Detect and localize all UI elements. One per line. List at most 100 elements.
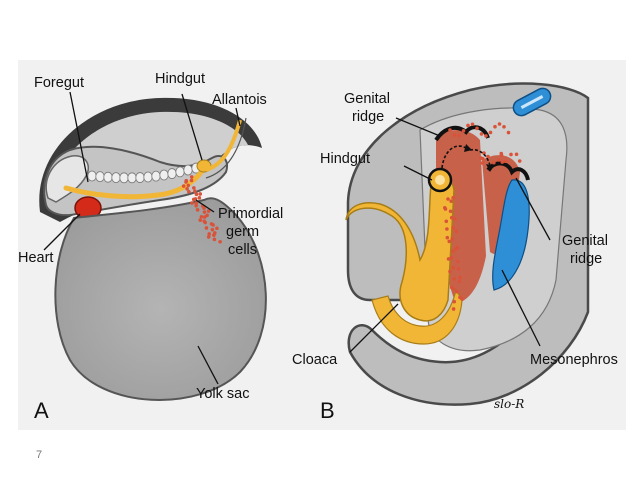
allantois-outline: [205, 117, 247, 179]
migrating-germ-cells: [442, 122, 522, 311]
germ-cell-dot: [181, 184, 186, 188]
label-genital-ridge-top-1: Genital: [344, 91, 390, 107]
germ-cell-dot: [189, 178, 194, 183]
germ-cell-dot: [206, 209, 211, 213]
germ-cell-dot: [204, 226, 209, 230]
germ-cell-dot: [493, 124, 497, 129]
label-foregut: Foregut: [34, 75, 84, 91]
label-yolk-sac: Yolk sac: [196, 386, 249, 402]
germ-cell-dot: [497, 122, 502, 126]
cloaca: [345, 172, 455, 322]
germ-cell-dot: [192, 186, 196, 190]
germ-cell-dot: [442, 205, 447, 210]
germ-cell-dot: [197, 196, 202, 200]
germ-cell-dot: [503, 159, 508, 164]
germ-cell-dot: [484, 134, 488, 138]
germ-cell-dot: [458, 275, 462, 280]
label-genital-ridge-top-2: ridge: [352, 109, 384, 125]
germ-cell-dot: [446, 257, 451, 261]
somite: [127, 172, 137, 184]
germ-cell-dot: [453, 217, 457, 221]
germ-cell-dot: [502, 124, 506, 129]
germ-cell-dot: [506, 130, 511, 135]
germ-cell-dot: [451, 196, 455, 200]
migration-arrows: [441, 145, 491, 169]
germ-cell-dot: [451, 225, 455, 230]
somite: [151, 170, 161, 182]
germ-cell-dot: [492, 160, 496, 165]
germ-cell-dot: [455, 245, 460, 250]
germ-cell-dot: [456, 259, 460, 264]
label-allantois: Allantois: [212, 92, 267, 108]
germ-cell-dot: [207, 232, 212, 236]
label-germ: germ: [226, 224, 259, 240]
germ-cell-dot: [193, 189, 197, 194]
germ-cell-dot: [185, 187, 189, 191]
germ-cell-dot: [482, 151, 486, 155]
germ-cell-dot: [470, 122, 475, 127]
germ-cell-dot: [448, 269, 452, 274]
germ-cell-dot: [457, 279, 462, 284]
germ-cell-dot: [454, 289, 459, 294]
germ-cell-dot: [186, 183, 191, 188]
germ-cell-dot: [218, 239, 222, 244]
somite: [143, 171, 153, 183]
germ-cell-dot: [452, 133, 457, 137]
germ-cell-dot: [456, 267, 461, 271]
neural-folds: [45, 155, 90, 203]
somites: [87, 160, 209, 184]
germ-cell-dot: [445, 235, 450, 240]
germ-cell-dot: [446, 197, 450, 201]
germ-cell-dot: [514, 152, 519, 157]
label-heart: Heart: [18, 250, 53, 266]
germ-cell-dot: [210, 227, 215, 232]
germ-cell-dot: [452, 277, 457, 281]
label-hindgut-b: Hindgut: [320, 151, 370, 167]
germ-cell-dot: [212, 237, 217, 242]
germ-cell-dot: [509, 152, 513, 157]
germ-cell-dot: [451, 307, 456, 311]
germ-cell-dot: [449, 285, 454, 290]
germ-cell-dot: [480, 161, 485, 165]
germ-cell-dot: [466, 123, 470, 128]
neural-tube: [512, 87, 552, 117]
germ-cell-dot: [195, 208, 200, 212]
germ-cell-dot: [450, 249, 455, 254]
germ-cell-dot: [189, 175, 194, 179]
germ-cell-dot: [449, 255, 454, 260]
primordial-germ-cells: [181, 175, 222, 244]
germ-cell-dot: [486, 154, 490, 159]
germ-cell-dot: [454, 229, 459, 234]
panel-a: Foregut Hindgut Allantois Primordial ger…: [18, 71, 283, 423]
somite: [183, 164, 193, 176]
germ-cell-dot: [451, 265, 455, 270]
label-primordial: Primordial: [218, 206, 283, 222]
somite: [159, 169, 169, 181]
panel-b: Genital ridge Hindgut Genital ridge Cloa…: [292, 82, 618, 423]
somite: [111, 172, 121, 183]
germ-cell-dot: [458, 295, 462, 300]
somite: [167, 168, 177, 179]
label-mesonephros: Mesonephros: [530, 352, 618, 368]
somite: [135, 172, 145, 183]
germ-cell-dot: [447, 239, 452, 244]
germ-cell-dot: [452, 299, 457, 304]
germ-cell-dot: [206, 235, 211, 239]
germ-cell-dot: [215, 226, 219, 231]
germ-cell-dot: [448, 128, 452, 132]
germ-cell-dot: [479, 132, 484, 136]
label-genital-ridge-right-1: Genital: [562, 233, 608, 249]
artist-signature: slo-R: [494, 397, 524, 411]
germ-cell-dot: [461, 129, 466, 133]
somite: [103, 171, 113, 183]
somite: [87, 170, 97, 182]
label-genital-ridge-right-2: ridge: [570, 251, 602, 267]
germ-cell-dot: [213, 231, 217, 235]
germ-cell-dot: [517, 159, 522, 163]
germ-cell-dot: [444, 219, 449, 224]
germ-cell-dot: [211, 223, 215, 227]
label-cloaca: Cloaca: [292, 352, 338, 368]
germ-cell-dot: [497, 158, 501, 162]
gut-tube: [63, 165, 207, 200]
